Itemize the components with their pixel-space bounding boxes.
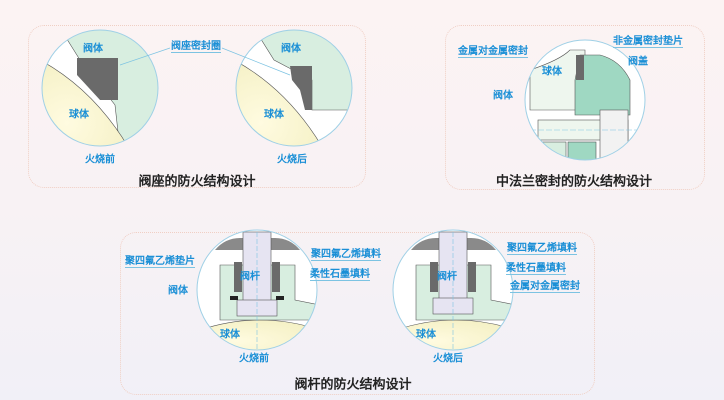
stem-after-ptfe-packing-label: 聚四氟乙烯填料 (507, 239, 577, 255)
stem-before-stem-label: 阀杆 (240, 271, 260, 283)
stem-panel-title: 阀杆的防火结构设计 (294, 377, 412, 393)
seat-after-ball-label: 球体 (264, 109, 284, 121)
stem-before-ball-label: 球体 (220, 329, 240, 341)
seat-panel-title: 阀座的防火结构设计 (138, 174, 256, 190)
seat-panel (28, 25, 366, 188)
stem-after-graphite-packing-label: 柔性石墨填料 (506, 259, 566, 275)
seat-before-body-label: 阀体 (83, 43, 103, 55)
seat-after-drawing (236, 30, 352, 146)
stem-before-body-label: 阀体 (168, 285, 188, 297)
stem-after-metal-seal-label: 金属对金属密封 (510, 277, 580, 293)
seat-before-drawing (42, 30, 158, 146)
flange-bonnet-label: 阀盖 (628, 56, 648, 68)
seat-seal-ring-label: 阀座密封圈 (171, 37, 221, 53)
stem-before-caption: 火烧前 (239, 353, 269, 365)
flange-nonmetal-gasket-label: 非金属密封垫片 (613, 32, 683, 48)
flange-metal-seal-label: 金属对金属密封 (458, 42, 528, 58)
stem-before-graphite-packing-label: 柔性石墨填料 (310, 265, 370, 281)
seat-before-caption: 火烧前 (85, 154, 115, 166)
stem-before-ptfe-gasket-label: 聚四氟乙烯垫片 (125, 252, 195, 268)
flange-body-label: 阀体 (493, 90, 513, 102)
stem-panel (120, 232, 595, 395)
seat-after-body-label: 阀体 (281, 43, 301, 55)
seat-before-ball-label: 球体 (69, 109, 89, 121)
stem-after-caption: 火烧后 (433, 353, 463, 365)
flange-panel (445, 25, 705, 190)
flange-panel-title: 中法兰密封的防火结构设计 (495, 174, 653, 190)
stem-after-stem-label: 阀杆 (437, 271, 457, 283)
stem-before-ptfe-packing-label: 聚四氟乙烯填料 (311, 245, 381, 261)
stem-before-drawing (197, 230, 317, 350)
stem-after-ball-label: 球体 (416, 329, 436, 341)
seat-after-caption: 火烧后 (277, 154, 307, 166)
stem-after-drawing (393, 230, 513, 350)
flange-ball-label: 球体 (542, 66, 562, 78)
